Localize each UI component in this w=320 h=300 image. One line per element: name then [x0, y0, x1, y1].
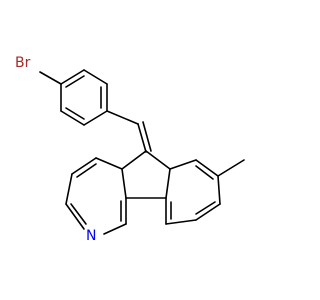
bond-five-ring-2 — [145, 150, 171, 170]
bond-pyridine-3 — [65, 173, 73, 205]
bond-benzo-4-inner — [195, 201, 216, 215]
bond-benzo-4 — [195, 203, 221, 221]
bond-pyridine-4 — [65, 203, 85, 230]
bond-benzo-2 — [195, 159, 219, 177]
bond-bromophenyl-5-inner — [65, 107, 85, 120]
bond-aryl-vinyl — [106, 110, 139, 125]
bromine-atom-label: Br — [15, 55, 31, 71]
bond-benzo-2-inner — [195, 165, 214, 180]
bond-five-ring-1 — [121, 150, 147, 170]
bond-five-ring-4 — [165, 168, 171, 199]
bond-pyridine-1 — [95, 157, 123, 170]
bond-benzo-3 — [217, 175, 221, 205]
bond-benzo-1 — [169, 159, 197, 170]
bond-methyl — [217, 159, 245, 177]
bond-bromophenyl-4 — [83, 110, 108, 126]
bond-benzo-5 — [165, 219, 197, 225]
bond-bromophenyl-1-inner — [65, 75, 85, 88]
bond-bromophenyl-2 — [83, 69, 108, 85]
bond-vinyl-double-a — [137, 123, 147, 153]
bonds — [39, 69, 245, 235]
bond-vinyl-double-b — [142, 121, 152, 152]
molecule-structure-diagram: Br N — [15, 55, 245, 244]
nitrogen-atom-label: N — [86, 228, 96, 244]
bond-pyridine-2 — [71, 157, 97, 175]
bond-five-ring-3 — [121, 168, 127, 199]
bond-pyridine-5 — [103, 223, 127, 235]
bond-bromophenyl-5 — [60, 110, 85, 126]
bond-c-br — [39, 71, 62, 85]
bond-bromophenyl-1 — [60, 69, 85, 85]
bond-pyridine-4-inner — [70, 203, 87, 225]
atom-labels: Br N — [15, 55, 96, 244]
bond-pyridine-2-inner — [76, 163, 97, 178]
